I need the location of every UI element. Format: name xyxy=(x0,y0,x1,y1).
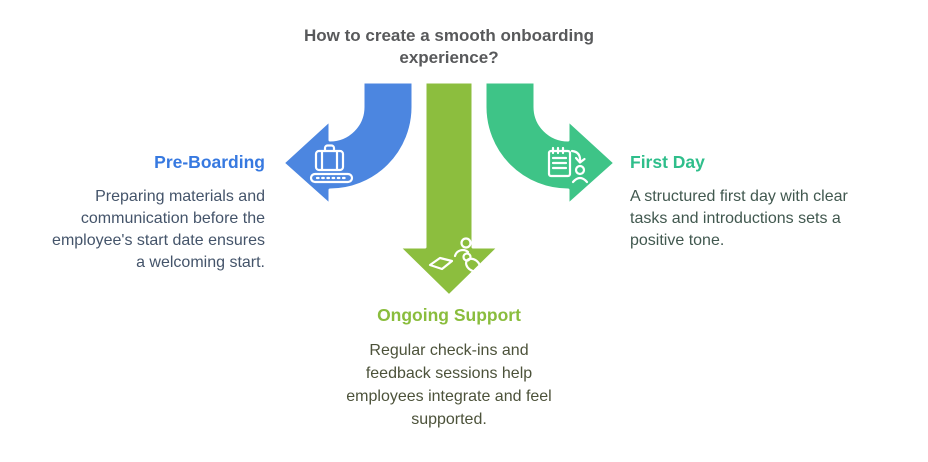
checklist-handoff-icon xyxy=(547,146,589,184)
pre-boarding-label: Pre-Boarding xyxy=(154,152,265,172)
ongoing-support-section: Ongoing Support Regular check-ins and fe… xyxy=(338,303,560,431)
first-day-arrow xyxy=(483,80,617,207)
first-day-description: A structured first day with clear tasks … xyxy=(630,188,848,249)
first-day-label: First Day xyxy=(630,152,705,172)
pre-boarding-arrow xyxy=(281,80,415,207)
diagram-title: How to create a smooth onboarding experi… xyxy=(304,26,594,67)
ongoing-support-label: Ongoing Support xyxy=(377,305,521,325)
luggage-conveyor-icon xyxy=(309,144,354,184)
pre-boarding-description: Preparing materials and communication be… xyxy=(52,188,265,271)
first-day-section: First Day A structured first day with cl… xyxy=(630,150,870,252)
pre-boarding-section: Pre-Boarding Preparing materials and com… xyxy=(50,150,265,274)
laptop-collaboration-icon xyxy=(428,237,482,273)
ongoing-support-description: Regular check-ins and feedback sessions … xyxy=(346,342,552,428)
arrows-graphic xyxy=(281,80,617,298)
